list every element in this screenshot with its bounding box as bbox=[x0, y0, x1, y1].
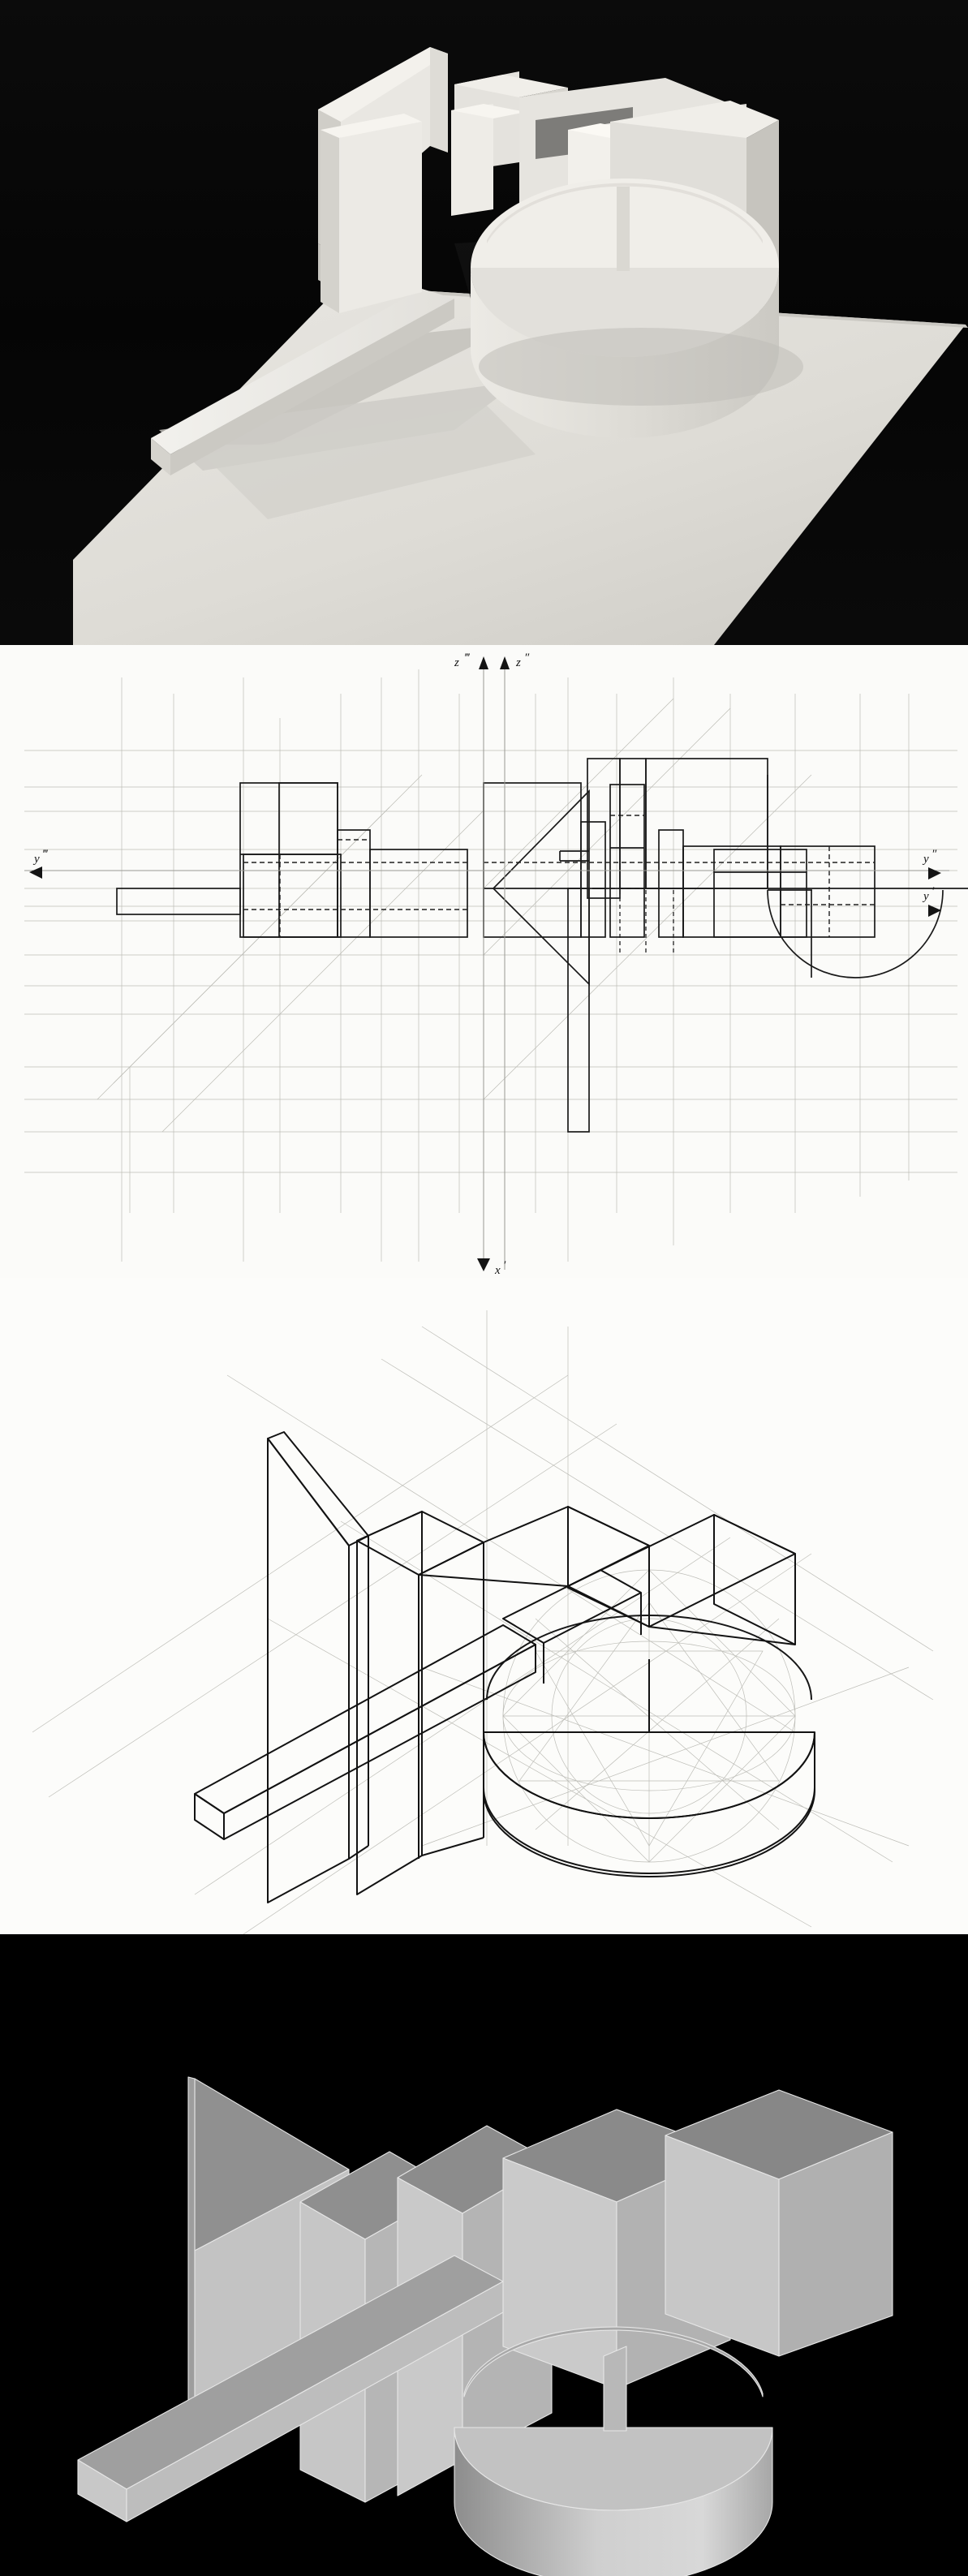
axis-arrow-y1 bbox=[928, 905, 941, 917]
model-photo-graphic bbox=[0, 0, 968, 645]
photo-tower-top bbox=[321, 114, 422, 138]
axis-label-x1-primes: ′ bbox=[503, 1259, 506, 1272]
axis-arrow-z3 bbox=[479, 656, 488, 669]
photo-drum-slot bbox=[617, 187, 630, 271]
panel-axonometric-drawing bbox=[0, 1278, 968, 1934]
cad-bar-front bbox=[126, 2281, 504, 2522]
photo-box-b-top bbox=[451, 104, 526, 118]
panel-orthographic-drawing: z ‴ z ″ y ‴ y ″ y ′ x ′ bbox=[0, 645, 968, 1278]
photo-tower-front bbox=[339, 122, 422, 313]
axis-label-y3: y bbox=[32, 853, 40, 866]
axis-label-z2: z bbox=[515, 656, 521, 669]
axis-label-y1: y bbox=[922, 890, 929, 903]
construction-lines bbox=[24, 669, 957, 1270]
cad-drum-top bbox=[454, 2427, 773, 2511]
photo-drum-shadow bbox=[479, 328, 803, 406]
orthographic-graphic: z ‴ z ″ y ‴ y ″ y ′ x ′ bbox=[0, 645, 968, 1278]
axis-label-y2-primes: ″ bbox=[931, 848, 937, 861]
axis-arrow-z2 bbox=[500, 656, 510, 669]
photo-bar-side bbox=[170, 299, 454, 475]
axis-label-y3-primes: ‴ bbox=[42, 848, 49, 861]
photo-bar-top bbox=[151, 289, 454, 454]
cad-solids bbox=[77, 2076, 893, 2576]
axis-arrow-y2 bbox=[928, 867, 941, 879]
photo-box-b-front bbox=[451, 104, 493, 216]
axis-label-z2-primes: ″ bbox=[524, 652, 530, 664]
cad-drum-seam bbox=[463, 2326, 764, 2398]
axonometric-graphic bbox=[0, 1278, 968, 1934]
panel-physical-model-photograph bbox=[0, 0, 968, 645]
plan-outlines bbox=[492, 758, 968, 1133]
axis-label-y2: y bbox=[922, 853, 929, 866]
axis-label-y1-primes: ′ bbox=[931, 885, 935, 898]
cad-drum-slot bbox=[603, 2346, 627, 2432]
photo-bar-end bbox=[151, 438, 170, 475]
photo-prism-edge bbox=[430, 47, 448, 153]
photo-box-a-top bbox=[454, 75, 568, 97]
photo-box-e-top bbox=[610, 101, 779, 138]
photo-tower-left bbox=[321, 130, 339, 313]
axon-solid-lines bbox=[194, 1431, 815, 1903]
axon-construction bbox=[32, 1310, 934, 1934]
axis-label-z3-primes: ‴ bbox=[464, 652, 471, 664]
axis-group: z ‴ z ″ y ‴ y ″ y ′ x ′ bbox=[24, 652, 949, 1277]
axis-arrow-y3 bbox=[29, 867, 42, 879]
elevation-outlines bbox=[116, 782, 876, 938]
plan-hidden-lines bbox=[619, 775, 768, 953]
cad-box-c-right bbox=[778, 2131, 893, 2357]
hidden-lines bbox=[243, 815, 875, 937]
panel-cad-render bbox=[0, 1934, 968, 2576]
axis-arrow-x1 bbox=[477, 1258, 490, 1271]
cad-render-graphic bbox=[0, 1934, 968, 2576]
axis-label-x1: x bbox=[494, 1264, 501, 1277]
axis-label-z3: z bbox=[454, 656, 459, 669]
photo-prism-roof bbox=[318, 47, 448, 122]
shadow-bar-soft bbox=[203, 406, 536, 519]
